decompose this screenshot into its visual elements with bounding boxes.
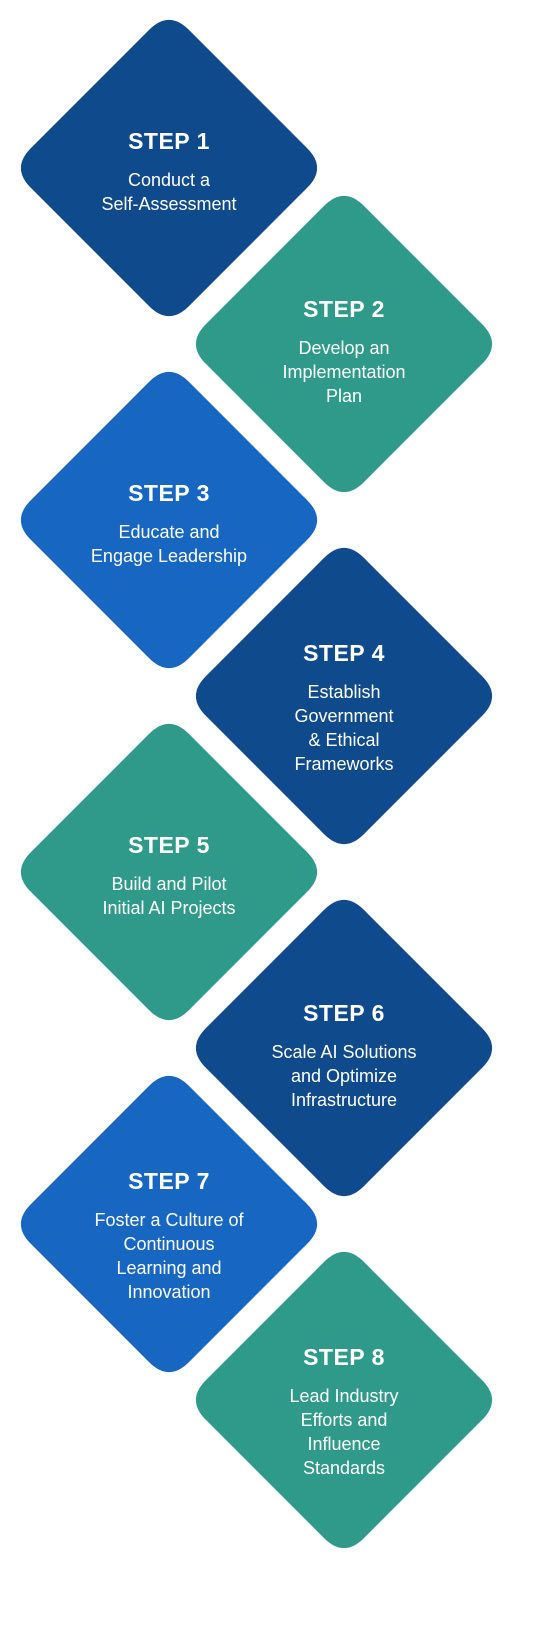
step-4-title: STEP 4 [303, 640, 385, 666]
step-3-title: STEP 3 [128, 480, 210, 506]
step-2-diamond [195, 195, 493, 493]
step-2-description-line: Plan [325, 386, 363, 406]
step-3-diamond [20, 371, 318, 669]
step-7-title: STEP 7 [128, 1168, 210, 1194]
step-3-description-line: Educate and [118, 522, 220, 542]
step-2-description-line: Develop an [298, 338, 390, 358]
step-8-description-line: Influence [307, 1434, 381, 1454]
step-5-title: STEP 5 [128, 832, 210, 858]
step-6-title: STEP 6 [303, 1000, 385, 1026]
step-8-description-line: Lead Industry [289, 1386, 399, 1406]
step-5-description-line: Initial AI Projects [102, 898, 236, 918]
step-4-description-line: Government [294, 706, 394, 726]
step-7-description-line: Innovation [127, 1282, 211, 1302]
step-4-diamond [195, 547, 493, 845]
step-1-label: STEP 1 Conduct a Self-Assessment [74, 128, 264, 216]
step-5-diamond [20, 723, 318, 1021]
step-6-description-line: Scale AI Solutions [271, 1042, 417, 1062]
step-2-title: STEP 2 [303, 296, 385, 322]
step-6-diamond [195, 899, 493, 1197]
step-5-description-line: Build and Pilot [111, 874, 227, 894]
step-7-description-line: Foster a Culture of [94, 1210, 244, 1230]
step-8-description-line: Efforts and [300, 1410, 388, 1430]
step-1-title: STEP 1 [128, 128, 210, 154]
step-7-description-line: Learning and [116, 1258, 222, 1278]
step-1-diamond [20, 19, 318, 317]
step-7-diamond [20, 1075, 318, 1373]
step-8-title: STEP 8 [303, 1344, 385, 1370]
step-6-description-line: Infrastructure [290, 1090, 398, 1110]
step-8-description-line: Standards [302, 1458, 386, 1478]
step-1-description-line: Self-Assessment [101, 194, 237, 214]
step-3-description-line: Engage Leadership [90, 546, 248, 566]
step-4-description-line: Establish [307, 682, 381, 702]
step-6-description-line: and Optimize [290, 1066, 398, 1086]
step-1-description-line: Conduct a [127, 170, 211, 190]
step-7-description-line: Continuous [123, 1234, 215, 1254]
step-4-description-line: Frameworks [294, 754, 394, 774]
step-2-description-line: Implementation [282, 362, 406, 382]
step-8-diamond [195, 1251, 493, 1549]
step-4-description-line: & Ethical [308, 730, 380, 750]
